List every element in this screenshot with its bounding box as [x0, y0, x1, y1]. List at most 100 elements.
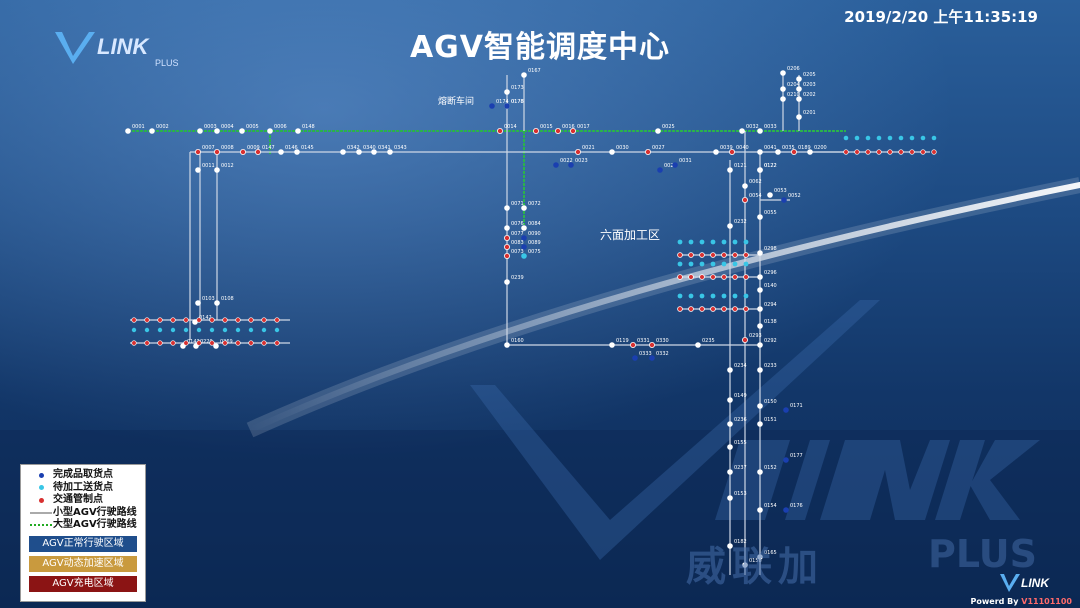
station-traffic-control[interactable] [183, 317, 189, 323]
station-traffic-control[interactable] [131, 317, 137, 323]
node-0062[interactable]: 0062 [742, 179, 762, 189]
station-traffic-control[interactable] [931, 149, 937, 155]
station-traffic-control[interactable] [222, 340, 228, 346]
station-pending-delivery[interactable] [235, 327, 241, 333]
station-traffic-control[interactable] [909, 149, 915, 155]
node-0032[interactable]: 0032 [739, 124, 759, 134]
node-0201[interactable]: 0201 [796, 110, 816, 120]
node-0075[interactable]: 0075 [521, 249, 541, 259]
node-0035[interactable]: 0035 [775, 145, 795, 155]
station-pending-delivery[interactable] [865, 135, 871, 141]
node-0040[interactable]: 0040 [729, 145, 749, 155]
station-traffic-control[interactable] [144, 317, 150, 323]
station-pending-delivery[interactable] [274, 327, 280, 333]
station-traffic-control[interactable] [876, 149, 882, 155]
station-pending-delivery[interactable] [157, 327, 163, 333]
node-0158[interactable]: 0158 [742, 558, 762, 568]
station-traffic-control[interactable] [688, 274, 694, 280]
node-0003[interactable]: 0003 [197, 124, 217, 134]
node-0054[interactable]: 0054 [742, 193, 762, 203]
station-traffic-control[interactable] [721, 252, 727, 258]
node-0206[interactable]: 0206 [780, 66, 800, 76]
station-pending-delivery[interactable] [898, 135, 904, 141]
node-0154[interactable]: 0154 [757, 503, 777, 513]
node-0005[interactable]: 0005 [239, 124, 259, 134]
station-pending-delivery[interactable] [887, 135, 893, 141]
node-0177[interactable]: 0177 [783, 453, 803, 463]
station-traffic-control[interactable] [209, 317, 215, 323]
node-0205[interactable]: 0205 [796, 72, 816, 82]
node-0332[interactable]: 0332 [649, 351, 669, 361]
node-0293[interactable]: 0293 [742, 333, 762, 343]
station-pending-delivery[interactable] [743, 261, 749, 267]
station-traffic-control[interactable] [677, 274, 683, 280]
node-0140[interactable]: 0140 [757, 283, 777, 293]
node-0072[interactable]: 0072 [521, 201, 541, 211]
station-pending-delivery[interactable] [920, 135, 926, 141]
station-traffic-control[interactable] [235, 340, 241, 346]
station-pending-delivery[interactable] [131, 327, 137, 333]
node-0017[interactable]: 0017 [570, 124, 590, 134]
station-traffic-control[interactable] [157, 340, 163, 346]
station-traffic-control[interactable] [261, 340, 267, 346]
station-pending-delivery[interactable] [699, 261, 705, 267]
station-pending-delivery[interactable] [688, 293, 694, 299]
node-0233[interactable]: 0233 [757, 363, 777, 373]
node-0142[interactable]: 0142 [192, 315, 212, 325]
station-traffic-control[interactable] [732, 306, 738, 312]
node-0089[interactable]: 0089 [521, 240, 541, 250]
station-pending-delivery[interactable] [710, 293, 716, 299]
node-0148[interactable]: 0148 [295, 124, 315, 134]
node-0108[interactable]: 0108 [214, 296, 234, 306]
node-0011[interactable]: 0011 [195, 163, 215, 173]
node-0015[interactable]: 0015 [533, 124, 553, 134]
station-pending-delivery[interactable] [688, 239, 694, 245]
node-0340[interactable]: 0340 [356, 145, 376, 155]
node-0203[interactable]: 0203 [796, 82, 816, 92]
node-0090[interactable]: 0090 [521, 231, 541, 241]
node-0153[interactable]: 0153 [727, 491, 747, 501]
node-0145[interactable]: 0145 [294, 145, 314, 155]
node-0084[interactable]: 0084 [521, 221, 541, 231]
node-0152[interactable]: 0152 [757, 465, 777, 475]
station-pending-delivery[interactable] [909, 135, 915, 141]
station-pending-delivery[interactable] [677, 293, 683, 299]
node-0121[interactable]: 0121 [727, 163, 747, 173]
node-0055[interactable]: 0055 [757, 210, 777, 220]
station-traffic-control[interactable] [222, 317, 228, 323]
station-traffic-control[interactable] [699, 306, 705, 312]
station-traffic-control[interactable] [843, 149, 849, 155]
station-pending-delivery[interactable] [721, 293, 727, 299]
node-0239[interactable]: 0239 [504, 275, 524, 285]
station-traffic-control[interactable] [235, 317, 241, 323]
station-traffic-control[interactable] [710, 274, 716, 280]
node-0103[interactable]: 0103 [195, 296, 215, 306]
station-traffic-control[interactable] [144, 340, 150, 346]
station-pending-delivery[interactable] [721, 261, 727, 267]
station-traffic-control[interactable] [196, 317, 202, 323]
station-traffic-control[interactable] [677, 306, 683, 312]
node-0292[interactable]: 0292 [757, 338, 777, 348]
node-0182[interactable]: 0182 [727, 539, 747, 549]
station-traffic-control[interactable] [699, 252, 705, 258]
station-pending-delivery[interactable] [843, 135, 849, 141]
station-traffic-control[interactable] [699, 274, 705, 280]
node-0167[interactable]: 0167 [521, 68, 541, 78]
node-0083[interactable]: 0083 [503, 240, 524, 250]
node-0041[interactable]: 0041 [757, 145, 777, 155]
node-0016[interactable]: 0016 [555, 124, 575, 134]
node-0150[interactable]: 0150 [757, 399, 777, 409]
station-pending-delivery[interactable] [743, 293, 749, 299]
node-0077[interactable]: 0077 [503, 231, 524, 241]
node-0189[interactable]: 0189 [791, 145, 811, 155]
station-traffic-control[interactable] [274, 317, 280, 323]
station-traffic-control[interactable] [196, 340, 202, 346]
node-0027[interactable]: 0027 [645, 145, 665, 155]
station-pending-delivery[interactable] [677, 239, 683, 245]
station-traffic-control[interactable] [688, 252, 694, 258]
station-traffic-control[interactable] [721, 306, 727, 312]
node-0022[interactable]: 0022 [553, 158, 573, 168]
station-traffic-control[interactable] [710, 306, 716, 312]
node-0176[interactable]: 0176 [783, 503, 803, 513]
station-pending-delivery[interactable] [699, 239, 705, 245]
